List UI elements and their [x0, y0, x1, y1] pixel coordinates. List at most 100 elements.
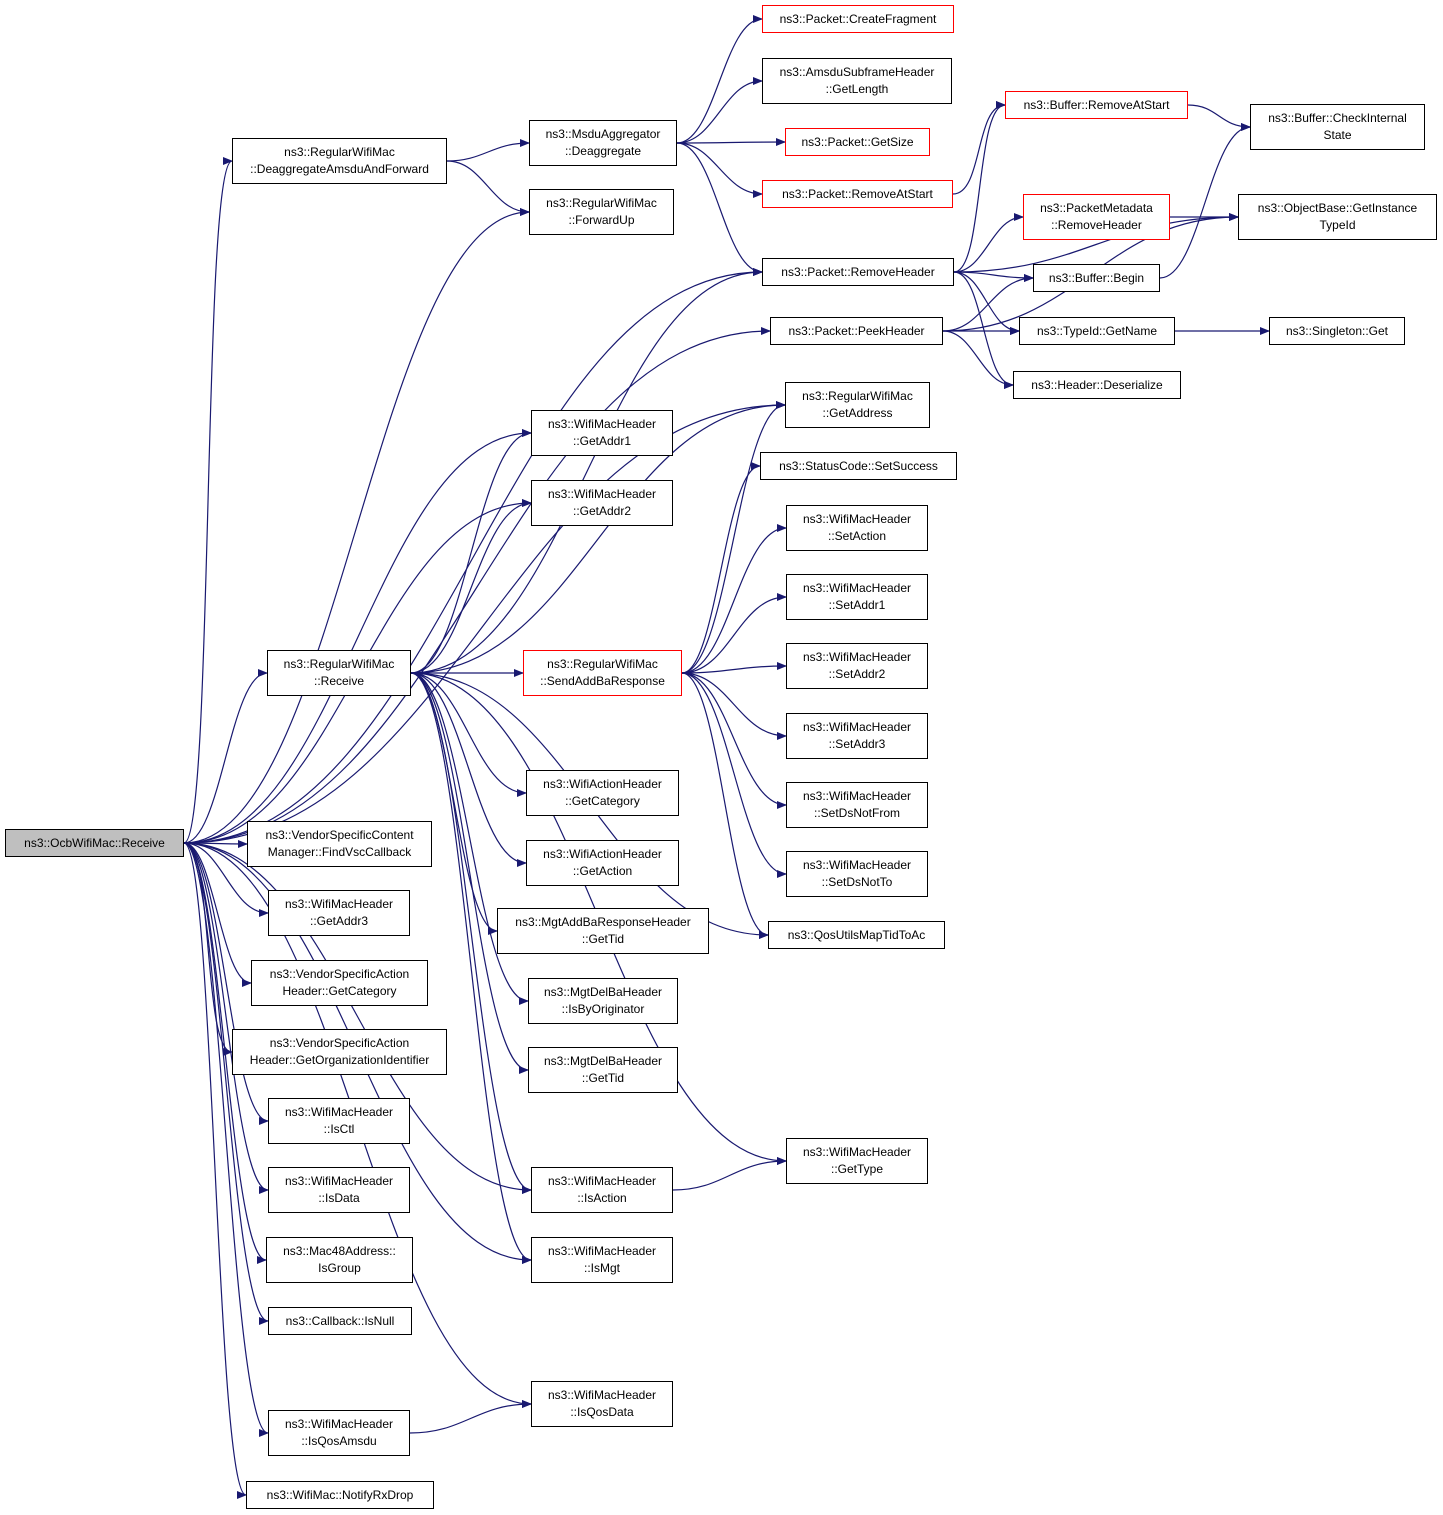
node-mgtdelbaheader-gettid[interactable]: ns3::MgtDelBaHeader::GetTid: [528, 1047, 678, 1093]
node-packet-createfragment[interactable]: ns3::Packet::CreateFragment: [762, 5, 954, 33]
call-edge: [183, 842, 233, 1056]
node-wifimacheader-isctl[interactable]: ns3::WifiMacHeader::IsCtl: [268, 1098, 410, 1144]
node-wifimacheader-isdata[interactable]: ns3::WifiMacHeader::IsData: [268, 1167, 410, 1213]
call-edge: [681, 672, 787, 878]
call-edge: [183, 157, 233, 844]
node-wifimacheader-getaddr1[interactable]: ns3::WifiMacHeader::GetAddr1: [531, 410, 673, 456]
call-edge: [681, 662, 787, 674]
node-qosutilsmaptidtoac[interactable]: ns3::QosUtilsMapTidToAc: [768, 921, 945, 949]
node-wifimacheader-isaction[interactable]: ns3::WifiMacHeader::IsAction: [531, 1167, 673, 1213]
call-edge: [676, 77, 763, 144]
node-wifimacheader-setdsnotto[interactable]: ns3::WifiMacHeader::SetDsNotTo: [786, 851, 928, 897]
node-regularwifimac-receive[interactable]: ns3::RegularWifiMac::Receive: [267, 650, 411, 696]
call-edge: [183, 669, 268, 844]
call-edge: [183, 327, 771, 844]
node-wifimacheader-gettype[interactable]: ns3::WifiMacHeader::GetType: [786, 1138, 928, 1184]
call-edge: [953, 101, 1006, 273]
node-wifiactionheader-getcategory[interactable]: ns3::WifiActionHeader::GetCategory: [526, 770, 679, 816]
node-buffer-begin[interactable]: ns3::Buffer::Begin: [1033, 264, 1160, 292]
call-edge: [681, 672, 787, 809]
node-regularwifimac-deaggregateamsduandforward[interactable]: ns3::RegularWifiMac::DeaggregateAmsduAnd…: [232, 138, 447, 184]
call-edge: [681, 462, 761, 674]
call-edge: [183, 208, 530, 844]
node-packet-removeatstart[interactable]: ns3::Packet::RemoveAtStart: [762, 180, 953, 208]
call-edge: [183, 842, 269, 917]
call-edge: [410, 672, 527, 797]
call-edge: [676, 142, 763, 276]
node-wifimacheader-ismgt[interactable]: ns3::WifiMacHeader::IsMgt: [531, 1237, 673, 1283]
call-edge: [953, 213, 1024, 273]
call-edge: [410, 401, 786, 674]
call-edge: [410, 672, 527, 867]
call-edge: [953, 271, 1014, 389]
node-packet-peekheader[interactable]: ns3::Packet::PeekHeader: [770, 317, 943, 345]
node-packetmetadata-removeheader[interactable]: ns3::PacketMetadata::RemoveHeader: [1023, 194, 1170, 240]
call-edge: [942, 330, 1014, 389]
node-wifiactionheader-getaction[interactable]: ns3::WifiActionHeader::GetAction: [526, 840, 679, 886]
node-packet-getsize[interactable]: ns3::Packet::GetSize: [785, 128, 930, 156]
node-regularwifimac-sendaddbaresponse[interactable]: ns3::RegularWifiMac::SendAddBaResponse: [523, 650, 682, 696]
call-edge: [410, 429, 532, 674]
call-edge: [410, 672, 498, 935]
node-mac48address-isgroup[interactable]: ns3::Mac48Address::IsGroup: [266, 1237, 413, 1283]
node-wifimacheader-getaddr3[interactable]: ns3::WifiMacHeader::GetAddr3: [268, 890, 410, 936]
call-edge: [183, 429, 532, 844]
node-wifimacheader-setdsnotfrom[interactable]: ns3::WifiMacHeader::SetDsNotFrom: [786, 782, 928, 828]
node-wifimacheader-setaction[interactable]: ns3::WifiMacHeader::SetAction: [786, 505, 928, 551]
call-edge: [183, 268, 763, 844]
call-edge: [183, 842, 252, 987]
call-edge: [410, 672, 532, 1264]
call-edge: [446, 160, 530, 216]
node-header-deserialize[interactable]: ns3::Header::Deserialize: [1013, 371, 1181, 399]
node-regularwifimac-getaddress[interactable]: ns3::RegularWifiMac::GetAddress: [785, 382, 930, 428]
call-edge: [410, 268, 763, 674]
node-wifimacheader-setaddr3[interactable]: ns3::WifiMacHeader::SetAddr3: [786, 713, 928, 759]
call-edge: [409, 1400, 532, 1434]
call-edge: [1159, 123, 1251, 279]
node-mgtdelbaheader-isbyoriginator[interactable]: ns3::MgtDelBaHeader::IsByOriginator: [528, 978, 678, 1024]
call-edge: [676, 142, 763, 198]
node-singleton-get[interactable]: ns3::Singleton::Get: [1269, 317, 1405, 345]
node-wifimacheader-setaddr2[interactable]: ns3::WifiMacHeader::SetAddr2: [786, 643, 928, 689]
node-wifimacheader-setaddr1[interactable]: ns3::WifiMacHeader::SetAddr1: [786, 574, 928, 620]
node-wifimacheader-isqosamsdu[interactable]: ns3::WifiMacHeader::IsQosAmsdu: [268, 1410, 410, 1456]
call-edge: [681, 524, 787, 674]
call-edge: [942, 274, 1034, 332]
node-wifimacheader-getaddr2[interactable]: ns3::WifiMacHeader::GetAddr2: [531, 480, 673, 526]
call-edge: [681, 672, 787, 740]
node-packet-removeheader[interactable]: ns3::Packet::RemoveHeader: [762, 258, 954, 286]
call-edge: [681, 672, 769, 939]
call-edge: [183, 842, 269, 1125]
node-wifimacheader-isqosdata[interactable]: ns3::WifiMacHeader::IsQosData: [531, 1381, 673, 1427]
call-edge: [410, 672, 532, 1194]
node-wifimac-notifyrxdrop[interactable]: ns3::WifiMac::NotifyRxDrop: [246, 1481, 434, 1509]
call-edge: [953, 213, 1239, 273]
node-ocbwifimac-receive: ns3::OcbWifiMac::Receive: [5, 829, 184, 857]
call-edge: [676, 138, 786, 147]
call-edge: [410, 672, 529, 1074]
node-mgtaddbaresponseheader-gettid[interactable]: ns3::MgtAddBaResponseHeader::GetTid: [497, 908, 709, 954]
call-edge: [1187, 104, 1251, 131]
node-callback-isnull[interactable]: ns3::Callback::IsNull: [268, 1307, 412, 1335]
call-edge: [183, 401, 786, 844]
call-edge: [183, 842, 532, 1194]
node-regularwifimac-forwardup[interactable]: ns3::RegularWifiMac::ForwardUp: [529, 189, 674, 235]
node-statuscode-setsuccess[interactable]: ns3::StatusCode::SetSuccess: [760, 452, 957, 480]
node-msduaggregator-deaggregate[interactable]: ns3::MsduAggregator::Deaggregate: [529, 120, 677, 166]
call-edge: [183, 842, 269, 1437]
node-typeid-getname[interactable]: ns3::TypeId::GetName: [1019, 317, 1175, 345]
call-edge: [953, 271, 1020, 335]
node-buffer-removeatstart[interactable]: ns3::Buffer::RemoveAtStart: [1005, 91, 1188, 119]
call-edge: [676, 15, 763, 144]
call-edge: [410, 499, 532, 674]
call-edge: [681, 401, 786, 674]
call-edge: [410, 672, 529, 1005]
call-edge: [952, 101, 1006, 195]
node-amsdusubframeheader-getlength[interactable]: ns3::AmsduSubframeHeader::GetLength: [762, 58, 952, 104]
